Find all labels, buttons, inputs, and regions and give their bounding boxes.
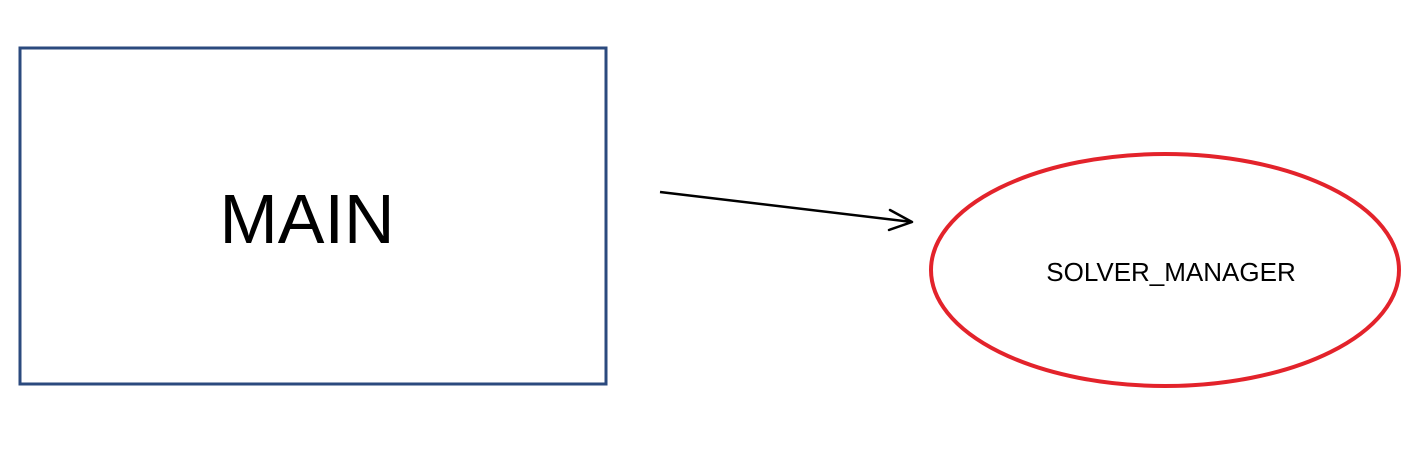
solver-manager-label: SOLVER_MANAGER [1046,257,1295,287]
arrow-shaft [659,190,913,224]
solver-manager-ellipse [929,152,1401,388]
arrow-head-icon [887,208,914,232]
main-node-label: MAIN [220,180,395,258]
solver-manager-node: SOLVER_MANAGER [929,152,1401,388]
main-node-box [18,46,608,386]
main-node: MAIN [18,46,608,386]
flow-arrow [659,190,914,232]
